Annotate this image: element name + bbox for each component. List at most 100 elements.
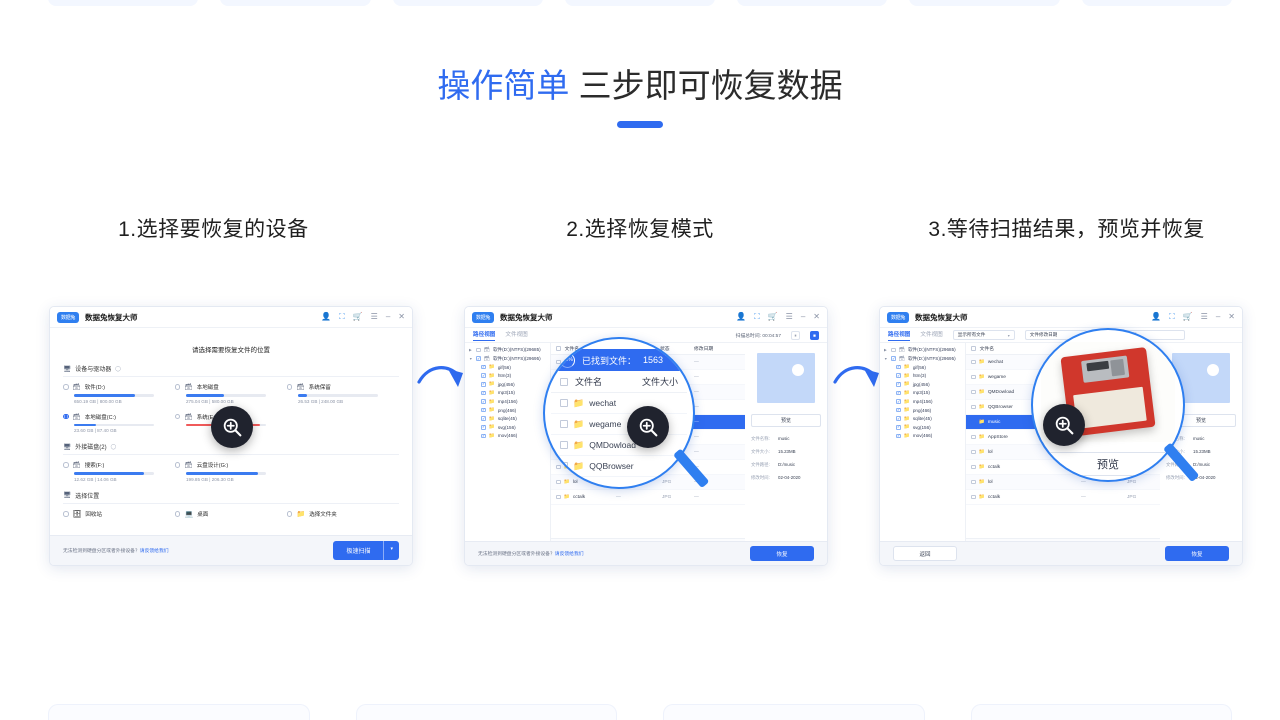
window-icon[interactable]: ⛶ [1169,312,1175,321]
tab-file-view[interactable]: 文件视图 [920,332,943,338]
feedback-link[interactable]: 请反馈给我们 [139,549,169,554]
radio-button[interactable] [174,462,181,468]
checkbox[interactable] [481,416,486,422]
checkbox[interactable] [896,433,901,439]
tree-node[interactable]: 📁mp3(15) [469,390,546,396]
close-icon[interactable]: ✕ [813,312,820,321]
recover-button[interactable]: 恢复 [750,546,814,561]
checkbox[interactable] [971,419,976,425]
tree-node[interactable]: ▶ 🗃 软件(D:)(NTFS)(29685) [884,347,961,353]
tree-node[interactable]: 📁png(466) [884,407,961,413]
checkbox[interactable] [971,404,976,410]
checkbox[interactable] [896,390,901,396]
tree-node[interactable]: 📁svg(156) [884,424,961,430]
radio-button[interactable] [63,413,69,420]
checkbox[interactable] [556,479,561,485]
tree-node[interactable]: 📁svg(156) [469,424,546,430]
tree-node[interactable]: 📁mp4(156) [469,399,546,405]
window-icon[interactable]: ⛶ [339,312,345,321]
checkbox[interactable] [481,364,486,370]
checkbox[interactable] [481,424,486,430]
preview-button[interactable]: 预览 [751,414,821,427]
tree-node[interactable]: 📁mov(466) [469,433,546,439]
feedback-link[interactable]: 请反馈给我们 [554,552,584,557]
tree-node[interactable]: ▼ 🗃 软件(D:)(NTFS)(29695) [884,356,961,362]
location-option-folder[interactable]: 📁 选择文件夹 [286,510,399,518]
disk-option[interactable]: 🗃 软件(D:) 650.19 GB | 800.00 GB [63,383,175,413]
tab-path-view[interactable]: 路径视图 [888,330,911,341]
chevron-down-icon[interactable]: ▼ [884,356,888,361]
chevron-down-icon[interactable]: ▾ [383,541,399,560]
tree-node[interactable]: 📁mp4(156) [884,399,961,405]
loupe-file-row[interactable]: 📁QMDowload [551,435,687,456]
checkbox[interactable] [971,464,976,470]
checkbox[interactable] [971,434,976,440]
checkbox[interactable] [560,420,568,428]
checkbox[interactable] [896,364,901,370]
checkbox[interactable] [896,424,901,430]
tree-node[interactable]: 📁sqlite(45) [884,416,961,422]
select-all-checkbox[interactable] [556,346,561,351]
chevron-down-icon[interactable]: ◯ [110,443,117,450]
checkbox[interactable] [891,347,896,353]
close-icon[interactable]: ✕ [1228,312,1235,321]
checkbox[interactable] [556,464,561,470]
tree-node[interactable]: 📁htm(3) [469,373,546,379]
radio-button[interactable] [63,462,69,468]
pause-scan-button[interactable]: ⏸ [791,330,800,340]
tree-node[interactable]: 📁mov(466) [884,433,961,439]
tree-node[interactable]: 📁jpg(456) [469,381,546,387]
checkbox[interactable] [481,399,486,404]
checkbox[interactable] [560,441,568,449]
checkbox[interactable] [896,399,901,404]
loupe-file-row[interactable]: 📁wechat [551,393,687,414]
file-row[interactable]: 📁cctalk—JPG [966,490,1160,505]
checkbox[interactable] [971,449,976,455]
checkbox[interactable] [896,416,901,422]
tab-file-view[interactable]: 文件视图 [505,332,528,338]
select-all-checkbox[interactable] [971,346,976,351]
user-icon[interactable]: 👤 [321,312,332,321]
radio-button[interactable] [63,511,69,517]
tree-node[interactable]: 📁sqlite(45) [469,416,546,422]
checkbox[interactable] [560,399,568,407]
disk-option-selected[interactable]: 🗃 本地磁盘(C:) 23.60 GB | 87.40 GB [63,413,175,443]
scan-button[interactable]: 极速扫描 ▾ [333,541,399,560]
user-icon[interactable]: 👤 [1151,312,1162,321]
checkbox[interactable] [896,407,901,413]
tree-node[interactable]: 📁png(466) [469,407,546,413]
radio-button[interactable] [286,511,293,517]
disk-option[interactable]: 🗃 搜索(F:) 12.62 GB | 14.06 GB [63,461,175,491]
back-button[interactable]: 返回 [893,546,957,561]
tree-node[interactable]: 📁jpg(456) [884,381,961,387]
checkbox[interactable] [971,494,976,500]
menu-icon[interactable]: ☰ [785,312,793,321]
radio-button[interactable] [63,384,69,390]
minimize-icon[interactable]: – [385,312,391,321]
cart-icon[interactable]: 🛒 [767,312,778,321]
recover-button[interactable]: 恢复 [1165,546,1229,561]
tree-node[interactable]: ▶ 🗃 软件(D:)(NTFS)(29685) [469,347,546,353]
checkbox[interactable] [476,347,481,353]
radio-button[interactable] [286,384,293,390]
filter-all-files-select[interactable]: 显示所有文件 ▾ [952,330,1015,340]
checkbox[interactable] [481,373,486,379]
close-icon[interactable]: ✕ [398,312,405,321]
checkbox[interactable] [556,359,561,365]
chevron-right-icon[interactable]: ▶ [469,348,472,352]
tab-path-view[interactable]: 路径视图 [473,330,496,341]
tree-node[interactable]: 📁mp3(15) [884,390,961,396]
tree-node[interactable]: 📁gif(56) [884,364,961,370]
checkbox[interactable] [896,382,901,387]
minimize-icon[interactable]: – [800,312,806,321]
checkbox[interactable] [481,382,486,387]
cart-icon[interactable]: 🛒 [1182,312,1193,321]
checkbox[interactable] [481,390,486,396]
checkbox[interactable] [971,389,976,395]
menu-icon[interactable]: ☰ [1200,312,1208,321]
disk-option[interactable]: 🗃 本地磁盘 275.04 GB | 580.00 GB [174,383,287,413]
menu-icon[interactable]: ☰ [370,312,378,321]
chevron-down-icon[interactable]: ▼ [469,356,473,361]
checkbox[interactable] [971,479,976,485]
checkbox[interactable] [891,356,896,361]
